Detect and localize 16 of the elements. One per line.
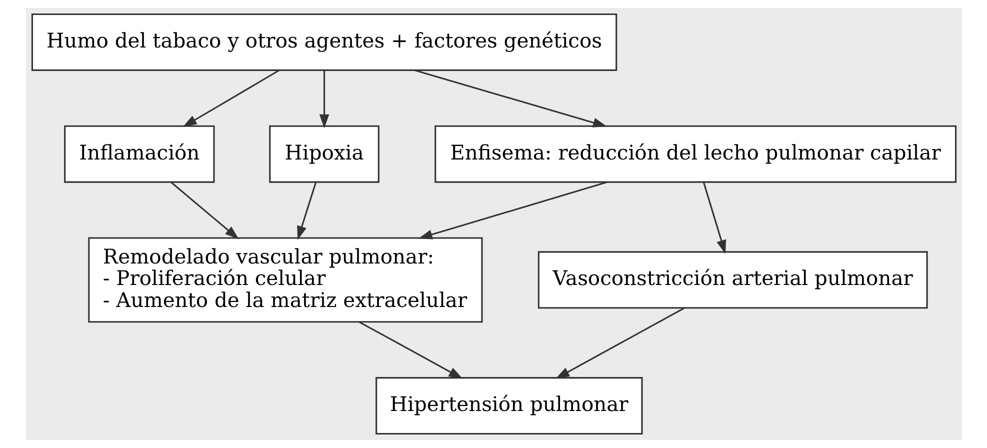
arrow	[418, 181, 607, 240]
arrow	[318, 70, 329, 128]
node-box: Hipertensión pulmonar	[375, 377, 642, 434]
node-box: Remodelado vascular pulmonar: - Proliferación celular - Aumento de la matriz extracelular	[88, 237, 482, 323]
arrow	[702, 182, 726, 254]
arrow	[170, 182, 238, 240]
node-box: Hipoxia	[268, 125, 379, 183]
node-box: Vasoconstricción arterial pulmonar	[537, 251, 928, 309]
arrow	[358, 321, 462, 379]
node-box: Inflamación	[64, 125, 214, 183]
node-box: Humo del tabaco y otros agentes + factores genéticos	[30, 14, 617, 71]
arrow	[555, 307, 684, 379]
arrow	[414, 70, 607, 128]
node-box: Enfisema: reducción del lecho pulmonar capilar	[434, 125, 956, 183]
arrow	[182, 70, 279, 128]
arrow	[296, 182, 316, 240]
